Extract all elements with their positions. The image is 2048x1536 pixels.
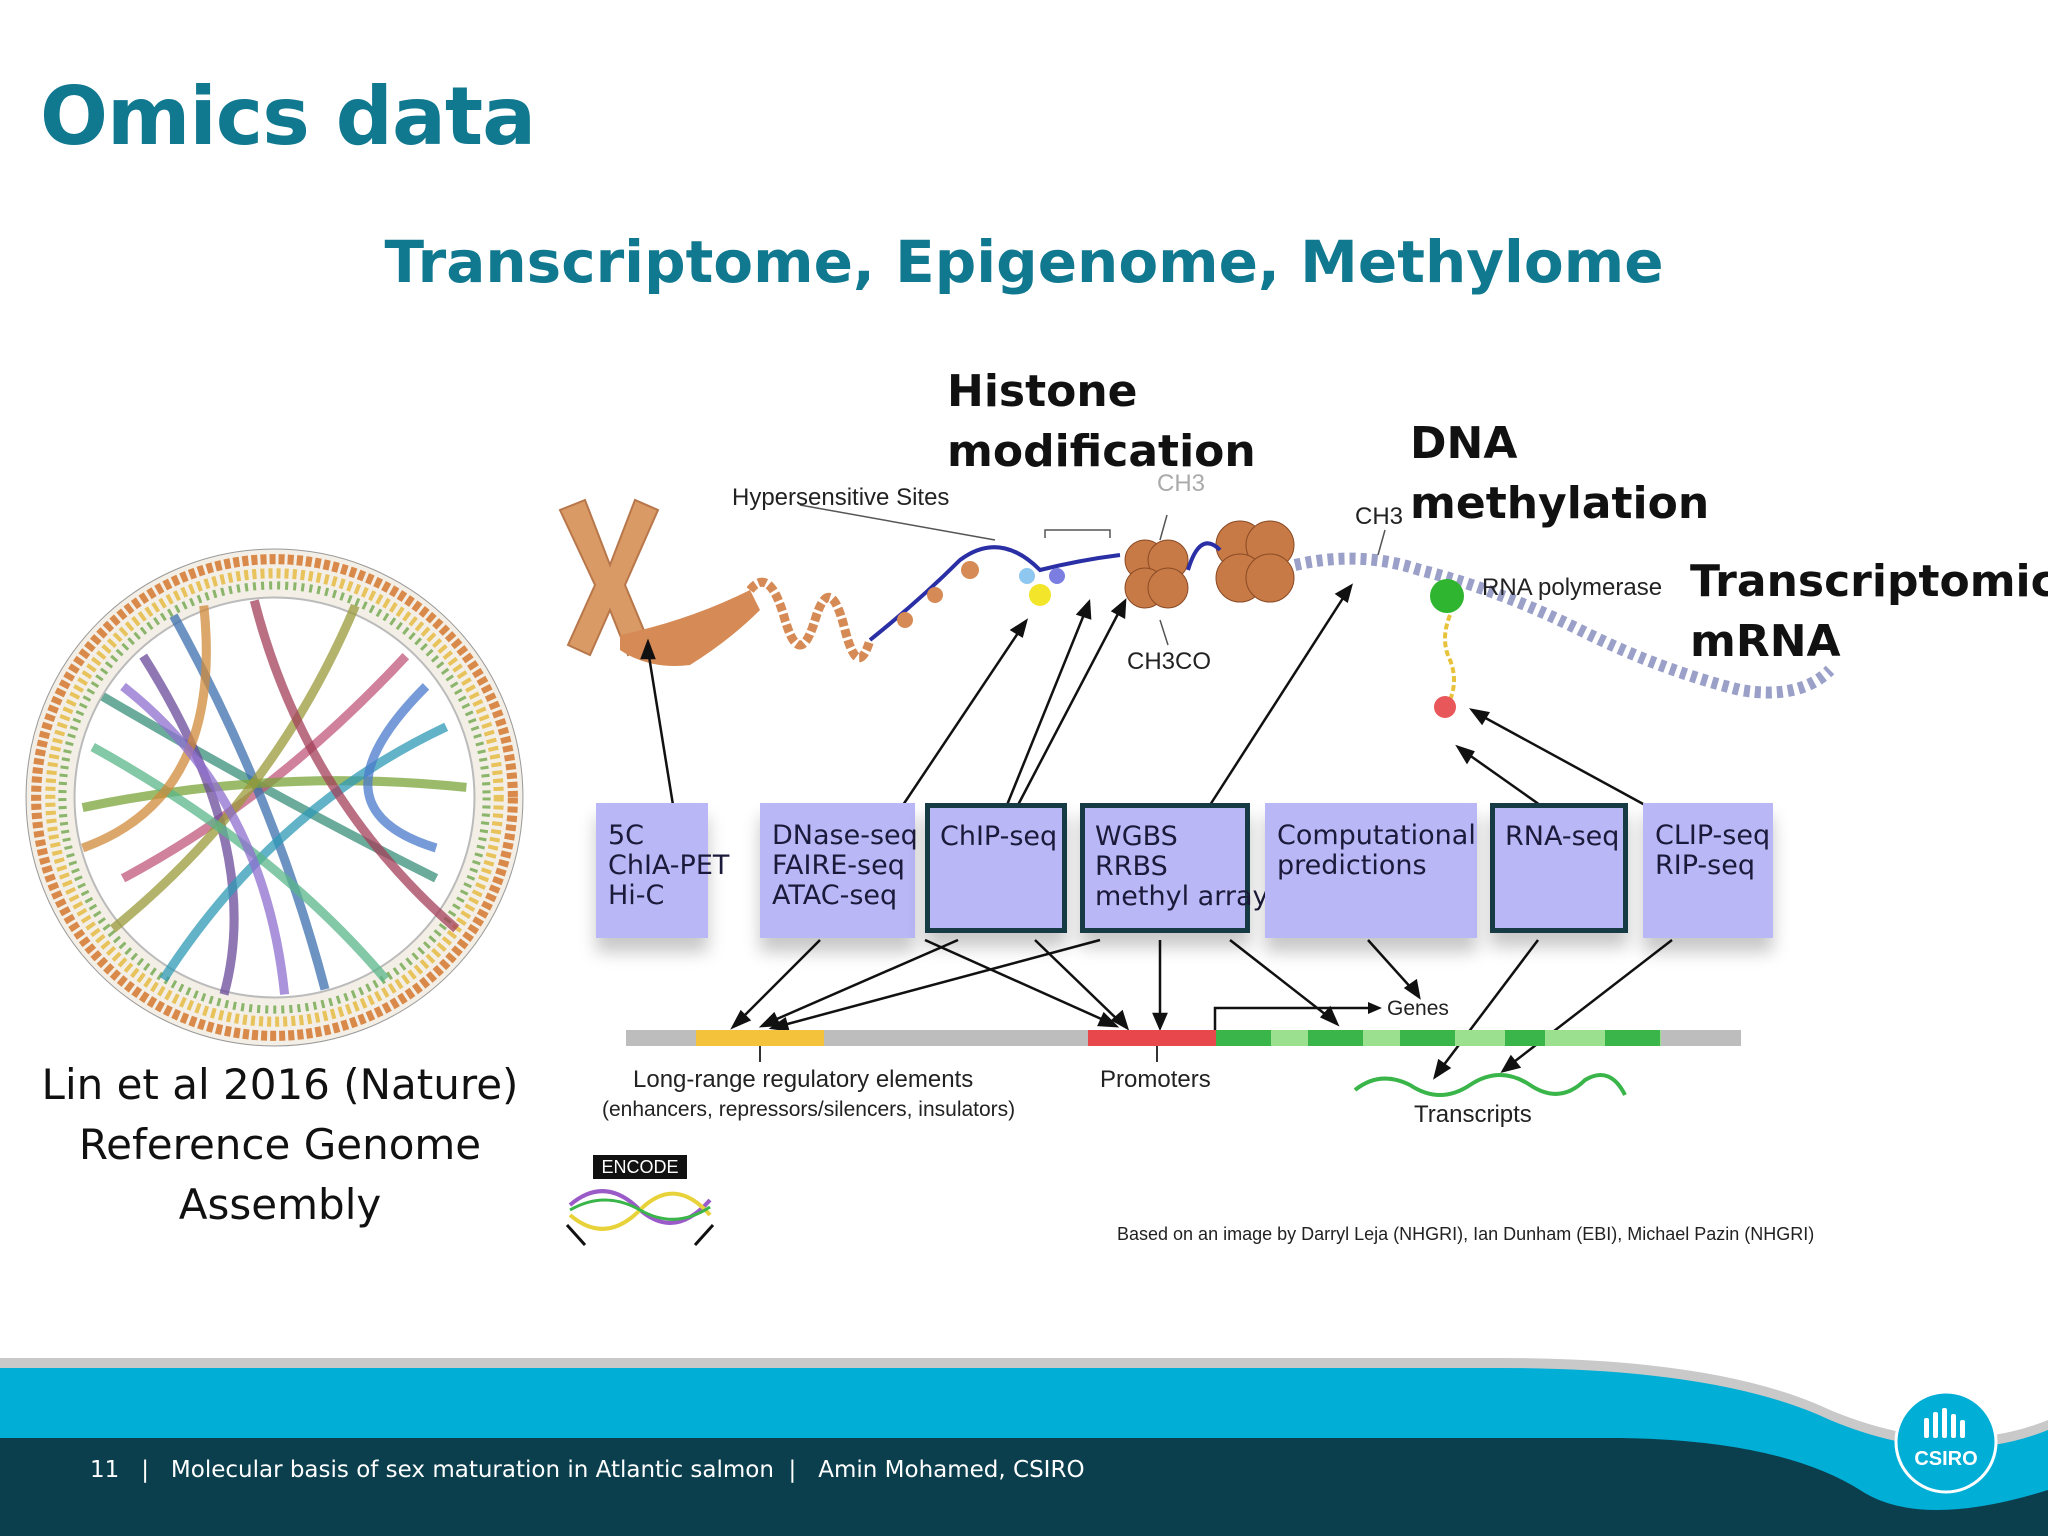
- transcripts-label: Transcripts: [1414, 1101, 1532, 1128]
- rna-polymerase-label: RNA polymerase: [1482, 574, 1663, 601]
- method-box-open-chromatin: DNase-seq FAIRE-seq ATAC-seq: [760, 803, 918, 938]
- image-credit: Based on an image by Darryl Leja (NHGRI)…: [1117, 1224, 1815, 1244]
- promoters-label: Promoters: [1100, 1066, 1211, 1093]
- footer-text: 11 | Molecular basis of sex maturation i…: [90, 1457, 1085, 1483]
- author: Amin Mohamed, CSIRO: [818, 1457, 1085, 1483]
- histone-modification-callout: Histone modification: [947, 366, 1256, 477]
- encode-figure: Hypersensitive Sites CH3 CH3 CH3CO RNA p…: [540, 470, 1860, 1250]
- caption-line-2: Reference Genome: [78, 1120, 482, 1169]
- method-box-rna-seq: RNA-seq: [1490, 803, 1628, 933]
- genes-label: Genes: [1387, 997, 1449, 1020]
- ch3-label-top: CH3: [1157, 470, 1206, 497]
- slide-title: Omics data: [40, 70, 536, 163]
- csiro-logo: CSIRO: [1894, 1390, 1998, 1494]
- slide-subtitle: Transcriptome, Epigenome, Methylome: [384, 228, 1664, 296]
- footer-band: [0, 1358, 2048, 1536]
- promoter-region: [1088, 1030, 1216, 1046]
- ch3co-label: CH3CO: [1127, 648, 1212, 675]
- transcriptomic-mrna-callout: Transcriptomic mRNA: [1690, 556, 2048, 667]
- method-box-chip-seq: ChIP-seq: [925, 803, 1067, 933]
- long-range-sublabel: (enhancers, repressors/silencers, insula…: [602, 1098, 1016, 1121]
- method-box-chromatin-interactions: 5C ChIA-PET Hi-C: [596, 803, 729, 938]
- caption-line-1: Lin et al 2016 (Nature): [41, 1060, 519, 1109]
- svg-text:ENCODE: ENCODE: [601, 1157, 678, 1177]
- talk-title: Molecular basis of sex maturation in Atl…: [170, 1457, 774, 1483]
- figure-graphics: [558, 498, 1835, 1097]
- svg-text:CSIRO: CSIRO: [1914, 1448, 1977, 1470]
- method-box-computational: Computational predictions: [1265, 803, 1477, 938]
- rna-polymerase-shape: [1430, 579, 1464, 613]
- method-box-clip-seq: CLIP-seq RIP-seq: [1643, 803, 1773, 938]
- method-box-methylation: WGBS RRBS methyl array: [1080, 803, 1268, 933]
- dna-methylation-callout: DNA methylation: [1410, 418, 1710, 529]
- transcript-wave: [1353, 1073, 1627, 1097]
- ch3-label-right: CH3: [1355, 503, 1404, 530]
- long-range-label: Long-range regulatory elements: [633, 1066, 974, 1093]
- enhancer-region: [696, 1030, 824, 1046]
- page-number: 11: [90, 1457, 120, 1483]
- circos-genome-plot: [25, 548, 524, 1047]
- encode-logo: ENCODE: [565, 1155, 715, 1247]
- caption-line-3: Assembly: [178, 1180, 382, 1229]
- hypersensitive-sites-label: Hypersensitive Sites: [732, 484, 950, 511]
- figure-caption: Lin et al 2016 (Nature) Reference Genome…: [20, 1055, 540, 1235]
